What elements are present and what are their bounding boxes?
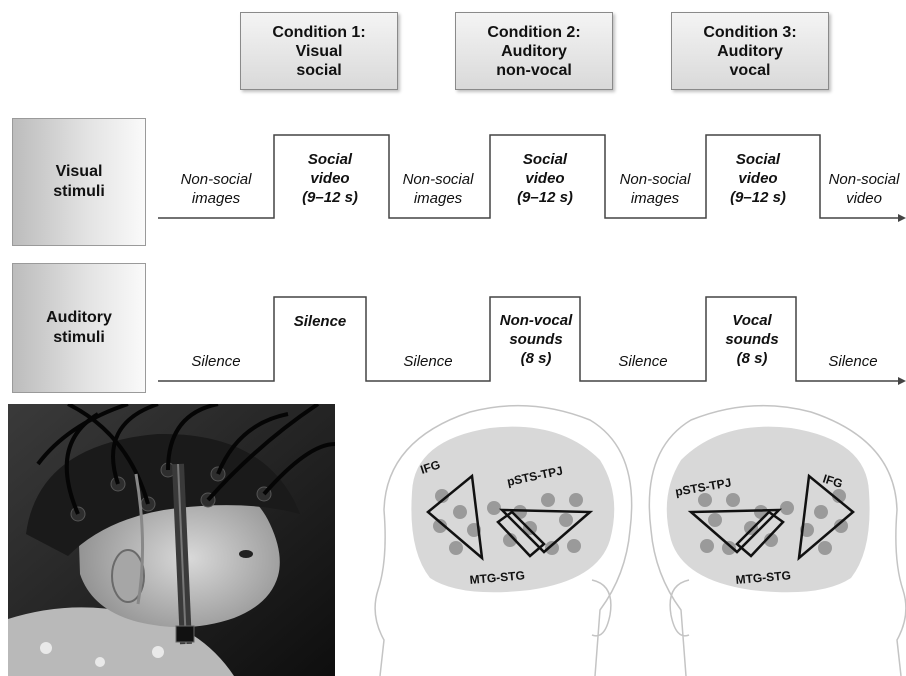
condition-2-title: Condition 2: (487, 23, 581, 41)
auditory-stimuli-label: Auditory stimuli (12, 263, 146, 393)
auditory-seg-5-line1: Silence (618, 353, 668, 370)
visual-seg-4: Social video (9–12 s) (495, 150, 595, 207)
visual-seg-2-line1: Social (307, 151, 353, 168)
visual-seg-4-line1: Social (522, 151, 568, 168)
auditory-seg-2: Silence (274, 312, 366, 331)
visual-seg-3-line1: Non-social (402, 171, 474, 188)
auditory-seg-4: Non-vocal sounds (8 s) (486, 311, 586, 368)
condition-1-box: Condition 1: Visual social (240, 12, 398, 90)
brain-left-mtg-rect (496, 510, 546, 558)
brain-right-ifg-triangle (797, 473, 855, 562)
condition-2-box: Condition 2: Auditory non-vocal (455, 12, 613, 90)
condition-3-title: Condition 3: (703, 23, 797, 41)
brain-right-channels (698, 489, 848, 555)
visual-seg-2-line2: video (310, 170, 350, 187)
auditory-seg-4-line1: Non-vocal (499, 312, 573, 329)
brain-right-psts-triangle (687, 508, 783, 554)
auditory-seg-2-line1: Silence (293, 313, 347, 330)
brain-right-ifg-label: IFG (821, 472, 844, 491)
auditory-seg-1: Silence (166, 352, 266, 371)
auditory-seg-7: Silence (806, 352, 900, 371)
brain-right-ear (669, 579, 690, 637)
visual-stimuli-line1: Visual (55, 163, 103, 180)
auditory-seg-6-line1: Vocal (732, 312, 772, 329)
brain-left-head-outline (374, 404, 633, 676)
visual-stimuli-label: Visual stimuli (12, 118, 146, 246)
brain-schematics: IFG pSTS-TPJ MTG-STG IFG pSTS-TPJ MTG-ST… (374, 404, 906, 676)
brain-left-ifg-label: IFG (419, 457, 442, 476)
brain-right: IFG pSTS-TPJ MTG-STG (648, 404, 906, 676)
brain-left: IFG pSTS-TPJ MTG-STG (374, 404, 633, 676)
auditory-seg-6: Vocal sounds (8 s) (702, 311, 802, 368)
brain-left-ear (591, 579, 612, 637)
visual-seg-7: Non-social video (822, 170, 906, 208)
visual-seg-6: Social video (9–12 s) (708, 150, 808, 207)
auditory-seg-3-line1: Silence (403, 353, 453, 370)
auditory-seg-4-line2: sounds (509, 331, 563, 348)
visual-seg-4-line3: (9–12 s) (517, 189, 573, 206)
visual-timeline-line (158, 134, 898, 219)
auditory-seg-4-line3: (8 s) (520, 350, 552, 367)
visual-seg-1-line1: Non-social (180, 171, 252, 188)
auditory-seg-6-line2: sounds (725, 331, 779, 348)
condition-1-line2: Visual (295, 42, 343, 60)
visual-seg-5-line1: Non-social (619, 171, 691, 188)
visual-seg-5: Non-social images (605, 170, 705, 208)
brain-right-mtg-rect (735, 510, 785, 558)
visual-seg-2-line3: (9–12 s) (302, 189, 358, 206)
auditory-seg-6-line3: (8 s) (736, 350, 768, 367)
brain-left-psts-triangle (498, 508, 594, 554)
visual-seg-7-line2: video (846, 190, 882, 207)
condition-1-line3: social (296, 61, 342, 79)
brain-right-mtg-label: MTG-STG (735, 568, 791, 587)
visual-seg-5-line2: images (630, 190, 680, 207)
brain-right-head-outline (648, 404, 906, 676)
condition-2-line2: Auditory (501, 42, 567, 60)
auditory-timeline-arrow (898, 377, 906, 385)
visual-seg-1-line2: images (191, 190, 241, 207)
visual-seg-7-line1: Non-social (828, 171, 900, 188)
auditory-stimuli-line1: Auditory (46, 309, 112, 326)
auditory-seg-1-line1: Silence (191, 353, 241, 370)
visual-seg-6-line3: (9–12 s) (730, 189, 786, 206)
brain-left-channels (433, 489, 583, 555)
timeline-diagram (158, 134, 906, 385)
infant-photo-illustration (8, 404, 335, 676)
auditory-seg-5: Silence (593, 352, 693, 371)
infant-photo (8, 404, 335, 676)
visual-stimuli-line2: stimuli (53, 183, 105, 200)
visual-seg-6-line1: Social (735, 151, 781, 168)
auditory-seg-7-line1: Silence (828, 353, 878, 370)
auditory-seg-3: Silence (378, 352, 478, 371)
condition-3-line3: vocal (729, 61, 771, 79)
visual-timeline-arrow (898, 214, 906, 222)
visual-seg-3-line2: images (413, 190, 463, 207)
visual-seg-6-line2: video (738, 170, 778, 187)
visual-seg-1: Non-social images (166, 170, 266, 208)
brain-left-mtg-label: MTG-STG (469, 568, 525, 587)
condition-2-line3: non-vocal (496, 61, 572, 79)
visual-seg-3: Non-social images (388, 170, 488, 208)
auditory-timeline-line (158, 296, 898, 382)
visual-seg-4-line2: video (525, 170, 565, 187)
condition-1-title: Condition 1: (272, 23, 366, 41)
visual-seg-2: Social video (9–12 s) (280, 150, 380, 207)
condition-3-box: Condition 3: Auditory vocal (671, 12, 829, 90)
brain-left-ifg-triangle (426, 473, 484, 562)
auditory-stimuli-line2: stimuli (53, 329, 105, 346)
condition-3-line2: Auditory (717, 42, 783, 60)
